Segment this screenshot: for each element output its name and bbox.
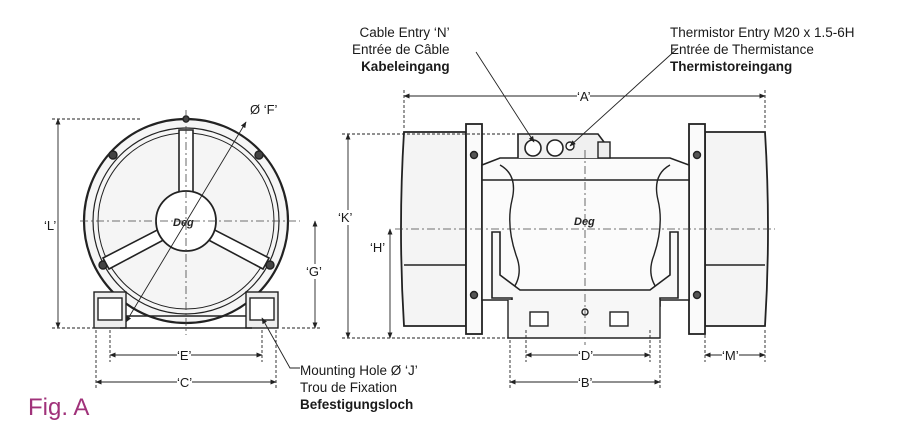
dim-c-label: ‘C’ <box>177 375 193 390</box>
dim-e-label: ‘E’ <box>177 348 192 363</box>
dim-h-label: ‘H’ <box>370 240 386 255</box>
mounting-hole-callout: Mounting Hole Ø ‘J’ Trou de Fixation Bef… <box>300 362 418 413</box>
thermistor-entry-leader <box>569 47 679 147</box>
dim-m-label: ‘M’ <box>722 348 739 363</box>
dim-k-label: ‘K’ <box>338 210 353 225</box>
thermistor-entry-de: Thermistoreingang <box>670 59 793 74</box>
svg-text:Deg: Deg <box>574 216 595 228</box>
cable-entry-leader <box>475 51 535 143</box>
dim-a-label: ‘A’ <box>577 89 591 104</box>
dim-l <box>52 118 140 329</box>
svg-text:Deg: Deg <box>173 217 194 229</box>
mounting-hole-fr: Trou de Fixation <box>300 380 398 395</box>
cable-entry-en: Cable Entry ‘N’ <box>359 25 450 40</box>
thermistor-entry-en: Thermistor Entry M20 x 1.5-6H <box>670 25 855 40</box>
dim-b-label: ‘B’ <box>578 375 593 390</box>
dim-f-label: Ø ‘F’ <box>250 102 278 117</box>
mounting-hole-leader <box>261 317 300 369</box>
thermistor-entry-callout: Thermistor Entry M20 x 1.5-6H Entrée de … <box>670 24 855 75</box>
dim-k <box>342 133 518 339</box>
side-view: Deg <box>400 123 769 339</box>
side-view-centerlines <box>395 150 775 345</box>
mounting-hole-en: Mounting Hole Ø ‘J’ <box>300 363 418 378</box>
figure-label: Fig. A <box>28 394 90 421</box>
cable-entry-callout: Cable Entry ‘N’ Entrée de Câble Kabelein… <box>352 24 450 75</box>
dia-f-leader <box>125 121 247 323</box>
thermistor-entry-fr: Entrée de Thermistance <box>670 42 814 57</box>
mounting-hole-de: Befestigungsloch <box>300 397 414 412</box>
cable-entry-fr: Entrée de Câble <box>352 42 450 57</box>
dim-d-label: ‘D’ <box>578 348 594 363</box>
dim-l-label: ‘L’ <box>44 218 57 233</box>
cable-entry-de: Kabeleingang <box>361 59 450 74</box>
dim-g-label: ‘G’ <box>306 264 322 279</box>
